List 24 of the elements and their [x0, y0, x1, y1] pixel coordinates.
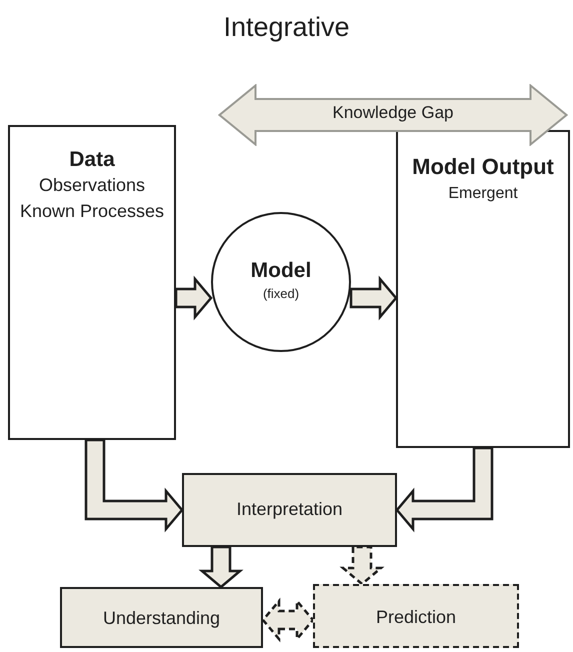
- node-heading: Data: [69, 147, 115, 172]
- double-arrow-banner: [218, 84, 568, 146]
- block-arrow: [198, 546, 244, 589]
- node-heading: Model Output: [412, 154, 554, 180]
- block-arrow: [350, 276, 398, 320]
- block-arrow: [340, 546, 384, 586]
- node-text: Emergent: [448, 184, 518, 204]
- process-box: [8, 125, 176, 440]
- node-text: Knowledge Gap: [332, 103, 454, 124]
- process-box: [182, 473, 397, 547]
- block-arrow: [84, 438, 184, 532]
- block-arrow: [174, 276, 213, 320]
- node-text: Understanding: [102, 608, 220, 630]
- block-arrow: [261, 598, 315, 642]
- node-text: Prediction: [376, 607, 456, 629]
- node-text: (fixed): [262, 286, 300, 302]
- diagram-title: Integrative: [222, 12, 351, 43]
- process-box: [60, 587, 263, 648]
- process-box: [396, 130, 570, 448]
- node-text: Observations Known Processes: [18, 174, 166, 224]
- dashed-process-box: [313, 584, 519, 648]
- block-arrow: [395, 446, 494, 532]
- node-heading: Model: [250, 258, 312, 284]
- node-text: Interpretation: [236, 499, 343, 521]
